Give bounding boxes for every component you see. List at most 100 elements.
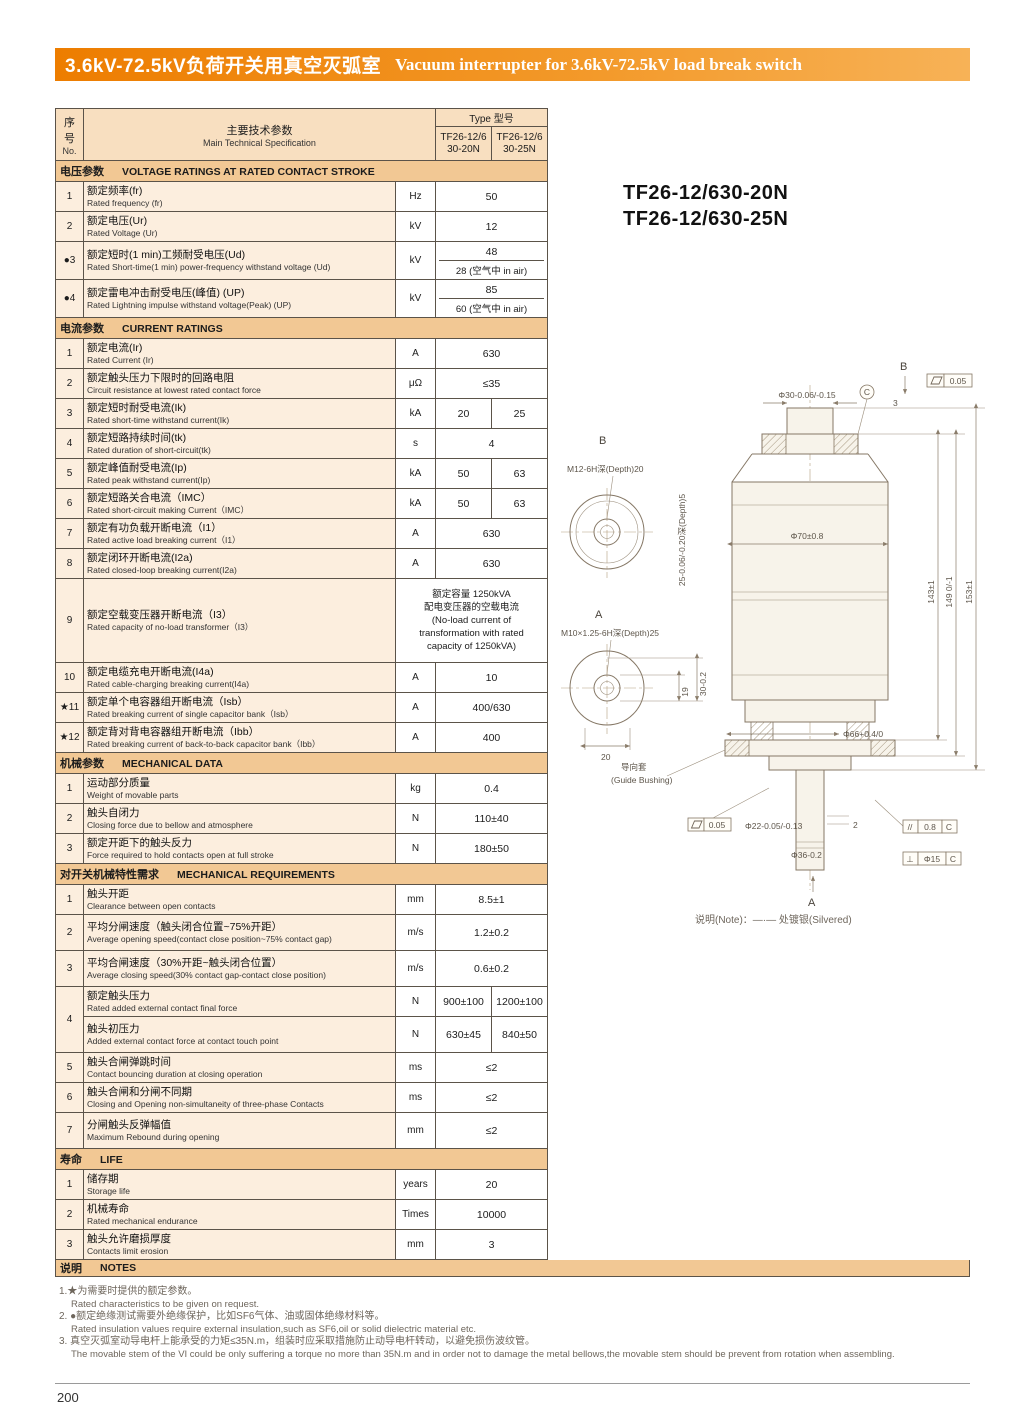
row-spec: 平均合闸速度（30%开距~触头闭合位置）Average closing spee… <box>83 950 396 987</box>
row-no: 3 <box>55 833 84 864</box>
row-value-2: 25 <box>491 398 548 429</box>
note-item-en: The movable stem of the VI could be only… <box>71 1348 895 1360</box>
row-spec: 额定有功负载开断电流（I1）Rated active load breaking… <box>83 518 396 549</box>
row-unit: A <box>395 338 436 369</box>
note-item-zh: 3. 真空灭弧室动导电杆上能承受的力矩≤35N.m，组装时应采取措施防止动导电杆… <box>59 1336 536 1347</box>
section-a-label: A <box>808 897 816 909</box>
table-row: 1 额定频率(fr)Rated frequency (fr) Hz 50 <box>55 181 548 212</box>
row-value: 额定容量 1250kVA 配电变压器的空载电流 (No-load current… <box>395 578 548 663</box>
row-unit: A <box>395 662 436 693</box>
view-a: A M10×1.25-6H深(Depth)25 19 30-0.2 20 <box>561 609 708 762</box>
row-no: 1 <box>55 884 84 915</box>
row-unit: kV <box>395 279 436 318</box>
guide-bushing-zh: 导向套 <box>621 762 647 772</box>
row-value: 50 <box>435 181 548 212</box>
row-value: ≤2 <box>435 1082 548 1113</box>
row-no: 2 <box>55 914 84 951</box>
row-value-1: 630±45 <box>435 1016 492 1053</box>
row-unit: kA <box>395 458 436 489</box>
row-unit: N <box>395 833 436 864</box>
table-row: ★12 额定背对背电容器组开断电流（Ibb）Rated breaking cur… <box>55 722 548 753</box>
dim-m10-label: M10×1.25-6H深(Depth)25 <box>561 628 659 638</box>
col-header-type: Type 型号 <box>435 108 548 127</box>
notes-list: 1.★为需要时提供的额定参数。 Rated characteristics to… <box>55 1277 939 1361</box>
drawing-model-2: TF26-12/630-25N <box>623 208 789 230</box>
row-unit: m/s <box>395 950 436 987</box>
row-value-1: 900±100 <box>435 986 492 1017</box>
dim-m12-label: M12-6H深(Depth)20 <box>567 464 644 474</box>
datum-c-label: C <box>864 387 870 397</box>
flatness-top-value: 0.05 <box>950 376 967 386</box>
row-value: 1.2±0.2 <box>435 914 548 951</box>
row-no: 5 <box>55 458 84 489</box>
perpendicularity-datum: C <box>950 854 956 864</box>
flatness-bottom-value: 0.05 <box>709 820 726 830</box>
drawing-title: TF26-12/630-20N TF26-12/630-25N <box>623 180 788 232</box>
row-value: ≤2 <box>435 1052 548 1083</box>
row-value: 12 <box>435 211 548 242</box>
row-unit: N <box>395 986 436 1017</box>
row-unit: kV <box>395 211 436 242</box>
silvered-note: 说明(Note)：—·— 处镀银(Silvered) <box>695 913 852 926</box>
row-value-2: 1200±100 <box>491 986 548 1017</box>
table-row: 6 额定短路关合电流（IMC）Rated short-circuit makin… <box>55 488 548 519</box>
row-value: 3 <box>435 1229 548 1260</box>
row-unit: years <box>395 1169 436 1200</box>
parallelism-datum: C <box>946 822 952 832</box>
row-spec: 额定电压(Ur)Rated Voltage (Ur) <box>83 211 396 242</box>
row-spec: 额定短时(1 min)工频耐受电压(Ud)Rated Short-time(1 … <box>83 241 396 280</box>
row-no: 1 <box>55 181 84 212</box>
row-value: 0.6±0.2 <box>435 950 548 987</box>
notes-section-header: 说明 NOTES <box>55 1260 970 1277</box>
row-value: 180±50 <box>435 833 548 864</box>
row-value: 10000 <box>435 1199 548 1230</box>
parallelism-icon: // <box>908 822 913 832</box>
dim-149-label: 149 0/-1 <box>944 576 954 607</box>
row-value: 630 <box>435 338 548 369</box>
view-a-label: A <box>595 609 603 621</box>
row-no: 2 <box>55 211 84 242</box>
row-value: ≤35 <box>435 368 548 399</box>
row-value-2: 840±50 <box>491 1016 548 1053</box>
row-spec: 额定雷电冲击耐受电压(峰值) (UP)Rated Lightning impul… <box>83 279 396 318</box>
dim-2-label: 2 <box>853 820 858 830</box>
row-no: 1 <box>55 773 84 804</box>
row-value-2: 63 <box>491 488 548 519</box>
row-unit: A <box>395 548 436 579</box>
row-unit: μΩ <box>395 368 436 399</box>
technical-drawing: TF26-12/630-20N TF26-12/630-25N B M12-6H… <box>555 150 1020 950</box>
row-value-1: 50 <box>435 458 492 489</box>
table-row: 1 额定电流(Ir)Rated Current (Ir) A 630 <box>55 338 548 369</box>
guide-bushing-en: (Guide Bushing) <box>611 775 673 785</box>
row-no: 1 <box>55 338 84 369</box>
row-spec: 额定背对背电容器组开断电流（Ibb）Rated breaking current… <box>83 722 396 753</box>
row-spec: 额定电流(Ir)Rated Current (Ir) <box>83 338 396 369</box>
row-unit: s <box>395 428 436 459</box>
note-item-zh: 2. ●额定绝缘测试需要外绝缘保护，比如SF6气体、油或固体绝缘材料等。 <box>59 1311 385 1322</box>
